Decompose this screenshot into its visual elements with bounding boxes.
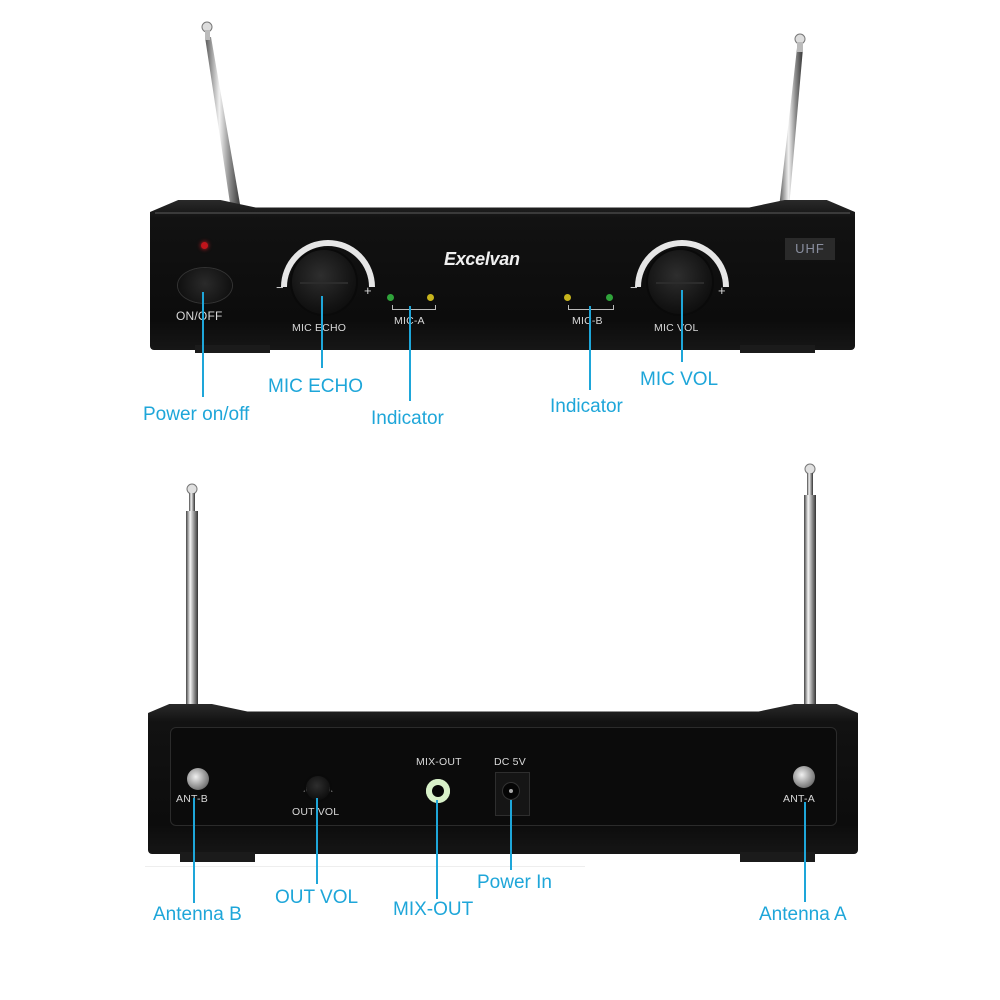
callout-power-on-off: Power on/off xyxy=(143,404,250,425)
callout-mic-echo: MIC ECHO xyxy=(268,376,363,397)
brand-logo: Excelvan xyxy=(444,249,520,269)
power-led xyxy=(201,242,208,249)
leader-mic-echo xyxy=(321,296,323,368)
leader-antenna-a xyxy=(804,802,806,902)
front-top-edge xyxy=(155,212,850,214)
callout-mic-vol: MIC VOL xyxy=(640,369,719,390)
mic-echo-plus: + xyxy=(364,283,372,298)
power-switch[interactable] xyxy=(178,268,232,303)
dc-5v-label: DC 5V xyxy=(494,756,526,768)
leader-out-vol xyxy=(316,798,318,884)
leader-indicator-b xyxy=(589,306,591,390)
leader-mic-vol xyxy=(681,290,683,362)
leader-antenna-b xyxy=(193,798,195,903)
mic-vol-label: MIC VOL xyxy=(654,322,699,334)
callout-out-vol: OUT VOL xyxy=(275,887,359,908)
dc-5v-pin xyxy=(509,789,513,793)
mic-b-label: MIC-B xyxy=(572,315,603,327)
mic-a-led-yellow xyxy=(427,294,434,301)
mic-a-bracket xyxy=(392,305,436,310)
mic-echo-minus: − xyxy=(276,280,284,295)
mix-out-label: MIX-OUT xyxy=(416,756,462,768)
rear-antenna-a-mount xyxy=(793,766,815,788)
rear-foot-left xyxy=(180,852,255,862)
uhf-badge: UHF xyxy=(785,238,835,260)
mic-vol-scale-arc-icon xyxy=(635,240,729,288)
rear-foot-right xyxy=(740,852,815,862)
rear-antenna-b-mount xyxy=(187,768,209,790)
leader-mix-out xyxy=(436,800,438,899)
out-vol-label: OUT VOL xyxy=(292,806,340,818)
callout-antenna-b: Antenna B xyxy=(153,904,242,925)
mic-vol-knob-grip xyxy=(656,282,704,284)
callout-mix-out: MIX-OUT xyxy=(393,899,474,920)
front-foot-right xyxy=(740,345,815,353)
mic-b-led-green xyxy=(606,294,613,301)
ant-a-label: ANT-A xyxy=(783,793,815,805)
leader-indicator-a xyxy=(409,306,411,401)
on-off-label: ON/OFF xyxy=(176,309,223,323)
callout-antenna-a: Antenna A xyxy=(759,904,847,925)
mic-echo-knob-grip xyxy=(300,282,348,284)
front-antenna-left-icon xyxy=(201,21,241,210)
callout-indicator-a: Indicator xyxy=(371,408,444,429)
mic-b-led-yellow xyxy=(564,294,571,301)
callout-indicator-b: Indicator xyxy=(550,396,623,417)
ant-b-label: ANT-B xyxy=(176,793,208,805)
front-foot-left xyxy=(195,345,270,353)
rear-floor-line xyxy=(145,866,585,867)
mic-echo-label: MIC ECHO xyxy=(292,322,347,334)
mic-vol-minus: − xyxy=(630,280,638,295)
mic-vol-plus: + xyxy=(718,283,726,298)
mic-b-bracket xyxy=(568,305,614,310)
mic-echo-scale-arc-icon xyxy=(281,240,375,288)
mix-out-jack-hole xyxy=(432,785,444,797)
front-unit-body xyxy=(150,200,855,350)
mic-a-led-green xyxy=(387,294,394,301)
front-antenna-right-icon xyxy=(779,33,806,208)
callout-power-in: Power In xyxy=(477,872,552,893)
out-vol-knob[interactable] xyxy=(306,776,330,800)
leader-power-in xyxy=(510,800,512,870)
leader-power xyxy=(202,292,204,397)
